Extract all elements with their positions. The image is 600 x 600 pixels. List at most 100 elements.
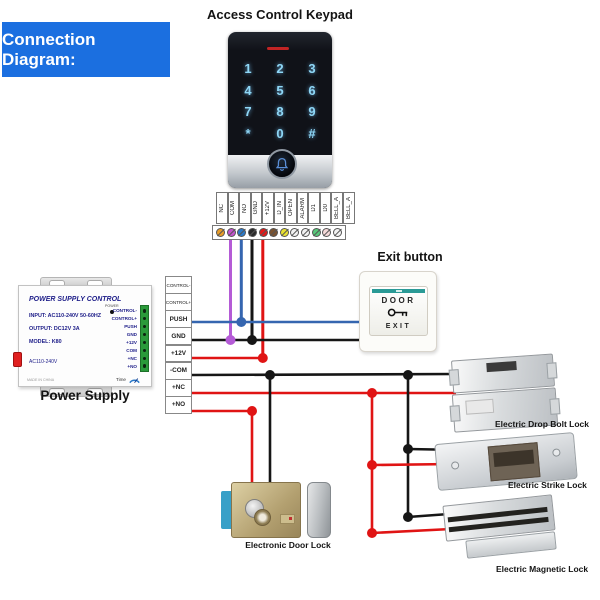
terminal-screw (322, 228, 332, 237)
ps-terminal-label: CONTROL- (112, 308, 137, 313)
ps-terminal-label: COM (126, 348, 137, 353)
terminal-screw (290, 228, 300, 237)
power-dot (109, 310, 114, 314)
keypad-key: 3 (308, 61, 316, 77)
terminal-label: D1 (308, 192, 320, 224)
exit-button-face: DOOR EXIT (369, 286, 428, 336)
strike-lock-caption: Electric Strike Lock (508, 480, 587, 490)
keypad-key: 6 (308, 82, 316, 98)
ps-terminal-label: CONTROL+ (111, 316, 137, 321)
ps-terminal-block (140, 305, 149, 372)
status-indicator-light (267, 47, 289, 50)
power-supply-caption: Power Supply (40, 388, 130, 403)
terminal-label: +12V (262, 192, 274, 224)
ps-terminal-label: +12V (126, 340, 137, 345)
terminal-screw (237, 228, 247, 237)
power-supply-title: POWER SUPPLY CONTROL (29, 296, 122, 303)
ps-input-spec: INPUT: AC110-240V 50-60HZ (29, 313, 102, 319)
terminal-pin (142, 348, 147, 353)
terminal-pin (142, 316, 147, 321)
keypad-key: 0 (276, 125, 284, 141)
keypad-key: 7 (244, 104, 252, 120)
keypad-key: 9 (308, 104, 316, 120)
ps-voltage: AC110-240V (29, 359, 58, 365)
terminal-label: GND (250, 192, 263, 224)
wiring-terminal: -COM (165, 361, 192, 380)
terminal-pin (142, 340, 147, 345)
keypad-key: # (308, 125, 316, 141)
terminal-pin (142, 364, 147, 368)
terminal-pin (142, 356, 147, 361)
ps-output-spec: OUTPUT: DC12V 3A (29, 326, 80, 332)
time-adjust: Time (116, 374, 141, 384)
keypad-key: 4 (244, 82, 252, 98)
terminal-screw (247, 228, 257, 237)
terminal-label: D0 (319, 192, 332, 224)
terminal-labels: NC COM NO GND +12V D_IN OPEN (216, 192, 355, 224)
time-dial-icon (129, 378, 140, 384)
door-lock-keyhole (254, 509, 271, 526)
keypad-keys: 1 2 3 4 5 6 7 8 9 * 0 # (232, 58, 328, 144)
keypad-key: 1 (244, 61, 252, 77)
terminal-pin (142, 332, 147, 337)
wiring-terminal: +NC (165, 378, 192, 397)
door-lock-sticker (280, 514, 295, 524)
terminal-pin (142, 309, 147, 313)
wiring-terminal: CONTROL+ (165, 293, 192, 312)
power-led-label: POWER (105, 304, 119, 314)
keypad-key: 8 (276, 104, 284, 120)
exit-exit-label: EXIT (385, 323, 412, 330)
drop-bolt-lock-caption: Electric Drop Bolt Lock (495, 419, 589, 429)
ps-terminal-label: +NC (127, 356, 137, 361)
wiring-terminal: +NO (165, 395, 192, 414)
ps-terminal-label: +NO (127, 364, 137, 369)
exit-button-title: Exit button (377, 250, 443, 264)
banner: Connection Diagram: (2, 22, 170, 77)
electronic-door-lock (231, 482, 301, 538)
keypad-key: 2 (276, 61, 284, 77)
exit-button-stripe (372, 288, 425, 293)
ps-terminal-labels: CONTROL- CONTROL+ PUSH GND +12V COM +NC +NO (97, 307, 137, 371)
terminal-screw (332, 228, 342, 237)
ps-model: MODEL: K80 (29, 339, 62, 345)
terminal-label: D_IN (273, 192, 286, 224)
wiring-terminal: CONTROL- (165, 276, 192, 295)
ps-terminal-label: GND (126, 332, 137, 337)
terminal-label: COM (227, 192, 240, 224)
keypad-key: * (245, 125, 251, 141)
terminal-screws (212, 225, 346, 240)
exit-button: DOOR EXIT (359, 271, 437, 352)
terminal-screw (216, 228, 225, 237)
terminal-pin (142, 324, 147, 329)
exit-door-label: DOOR (381, 296, 416, 305)
power-led (13, 352, 22, 367)
access-control-keypad: 1 2 3 4 5 6 7 8 9 * 0 # (228, 32, 332, 188)
bell-icon (275, 157, 289, 171)
terminal-label: BELL_A (343, 192, 355, 224)
terminal-label: BELL_A (331, 192, 344, 224)
wiring-terminal: PUSH (165, 310, 192, 329)
terminal-screw (269, 228, 279, 237)
doorbell-button (267, 149, 297, 179)
key-icon (387, 308, 407, 317)
terminal-screw (301, 228, 310, 237)
wiring-terminal: GND (165, 327, 192, 346)
ps-terminal-label: PUSH (124, 324, 137, 329)
door-lock-caption: Electronic Door Lock (245, 540, 331, 550)
terminal-screw (311, 228, 321, 237)
door-lock-blue-part (221, 491, 233, 529)
terminal-label: OPEN (285, 192, 297, 224)
ps-made-in: MADE IN CHINA (27, 378, 55, 382)
power-supply-body: POWER SUPPLY CONTROL INPUT: AC110-240V 5… (13, 285, 152, 387)
keypad-key: 5 (276, 82, 284, 98)
terminal-screw (226, 228, 236, 237)
terminal-screw (258, 228, 268, 237)
terminal-label: ALARM (296, 192, 309, 224)
terminal-label: NO (239, 192, 251, 224)
terminal-screw (279, 228, 289, 237)
wiring-terminal: +12V (165, 344, 192, 363)
banner-label: Connection Diagram: (2, 29, 96, 69)
keypad-title: Access Control Keypad (207, 7, 353, 22)
